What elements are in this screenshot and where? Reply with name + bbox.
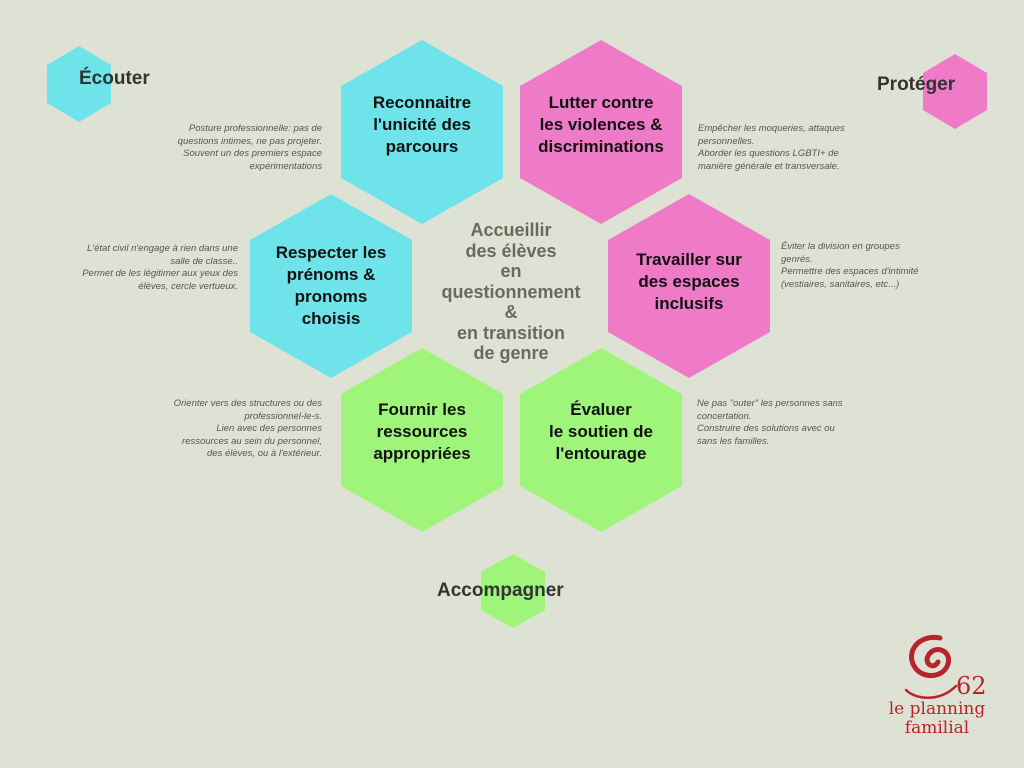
logo-number: 62: [956, 672, 987, 700]
hex-travailler: [608, 194, 770, 378]
note-lutter: Empêcher les moqueries, attaques personn…: [698, 123, 845, 172]
hex-reconnaitre: [341, 40, 503, 224]
hex-accompagner-marker: [481, 554, 545, 628]
hex-lutter: [520, 40, 682, 224]
hex-label-respecter: Respecter les prénoms & pronoms choisis: [275, 243, 387, 328]
planning-familial-logo: 62: [904, 634, 987, 700]
hex-label-lutter: Lutter contre les violences & discrimina…: [538, 93, 664, 156]
category-ecouter: Écouter: [79, 68, 150, 89]
hex-evaluer: [520, 348, 682, 532]
hex-label-reconnaitre: Reconnaitre l'unicité des parcours: [372, 93, 472, 156]
note-travailler: Éviter la division en groupes genrés. Pe…: [781, 241, 919, 290]
hex-fournir: [341, 348, 503, 532]
category-proteger: Protéger: [877, 74, 956, 95]
hex-label-evaluer: Évaluer le soutien de l'entourage: [549, 400, 653, 463]
hex-label-fournir: Fournir les ressources appropriées: [373, 400, 471, 463]
hex-respecter: [250, 194, 412, 378]
hex-ecouter-marker: [47, 46, 111, 122]
center-title: Accueillir des élèves en questionnement …: [441, 220, 581, 363]
category-accompagner: Accompagner: [437, 580, 564, 601]
note-fournir: Orienter vers des structures ou des prof…: [173, 398, 322, 459]
note-reconnaitre: Posture professionnelle: pas de question…: [177, 123, 322, 172]
note-respecter: L'état civil n'engage à rien dans une sa…: [82, 243, 238, 292]
logo-arc: [904, 684, 958, 699]
note-evaluer: Ne pas "outer" les personnes sans concer…: [697, 398, 843, 447]
logo-swirl: [909, 634, 952, 678]
hex-label-travailler: Travailler sur des espaces inclusifs: [636, 250, 742, 313]
hex-proteger-marker: [923, 54, 987, 129]
logo-text: le planning familial: [888, 699, 986, 738]
